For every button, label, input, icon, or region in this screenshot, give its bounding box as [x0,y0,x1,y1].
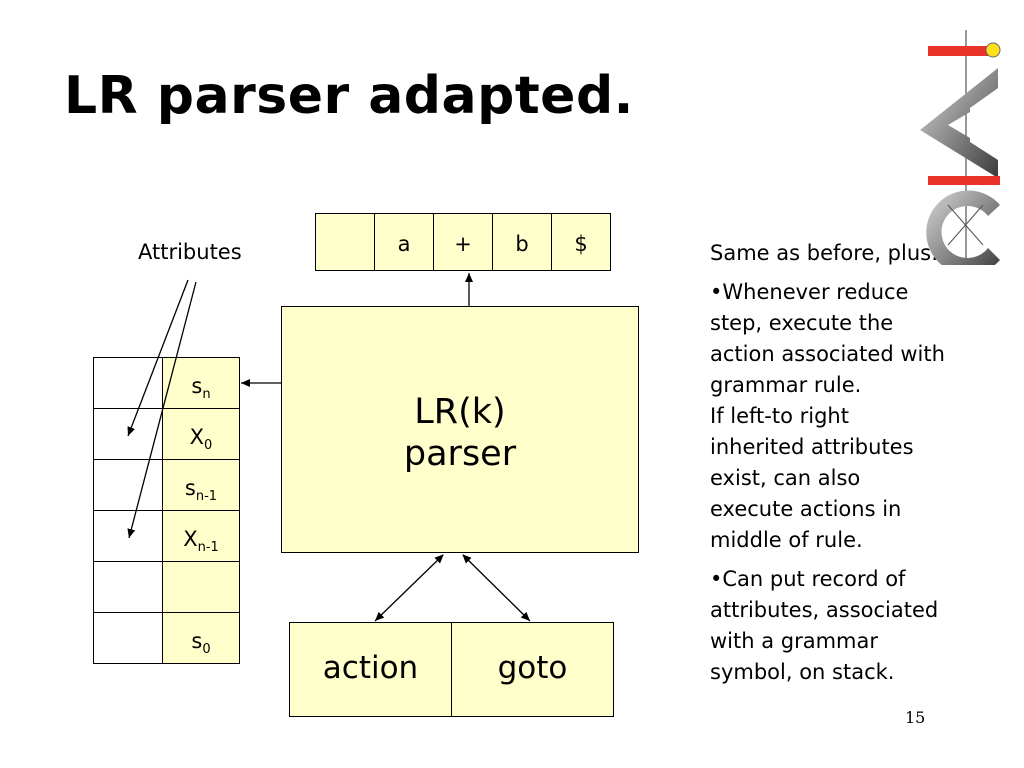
attributes-pointer-arrow [127,281,197,539]
stack-symbol-cell: s0 [162,612,240,664]
notes-text: Same as before, plus: •Whenever reduce s… [710,238,975,696]
stack-symbol-cell: sn [162,357,240,409]
parser-goto-arrow [462,554,531,622]
stack-symbol-cell: X0 [162,408,240,460]
page-number: 15 [905,708,926,727]
parser-label-line1: LR(k) [414,392,506,432]
tape-cell [315,213,375,271]
attributes-label: Attributes [138,240,242,264]
parse-tables: action goto [289,622,614,717]
notes-intro: Same as before, plus: [710,241,939,265]
action-table: action [289,622,452,717]
tape-cell: $ [551,213,611,271]
slide-title: LR parser adapted. [64,66,634,126]
attributes-pointer-arrow [127,279,189,437]
parser-label-line2: parser [403,434,517,474]
stack-row [93,561,240,613]
stack-row: s0 [93,612,240,664]
stack-row: sn-1 [93,459,240,511]
stack-symbol-cell: sn-1 [162,459,240,511]
parser-action-arrow [374,554,444,622]
notes-bullet-2: •Can put record of attributes, associate… [710,567,939,684]
parser-box: LR(k) parser [281,306,639,553]
stack-attribute-cell [93,561,163,613]
input-tape: a + b $ [315,213,613,271]
stack-attribute-cell [93,612,163,664]
tape-cell: + [433,213,493,271]
tape-cell: b [492,213,552,271]
stack-attribute-cell [93,357,163,409]
stack-row: sn [93,357,240,409]
goto-table: goto [451,622,614,717]
notes-bullet-1: •Whenever reduce step, execute the actio… [710,280,945,552]
iaic-logo-icon [920,30,1001,265]
